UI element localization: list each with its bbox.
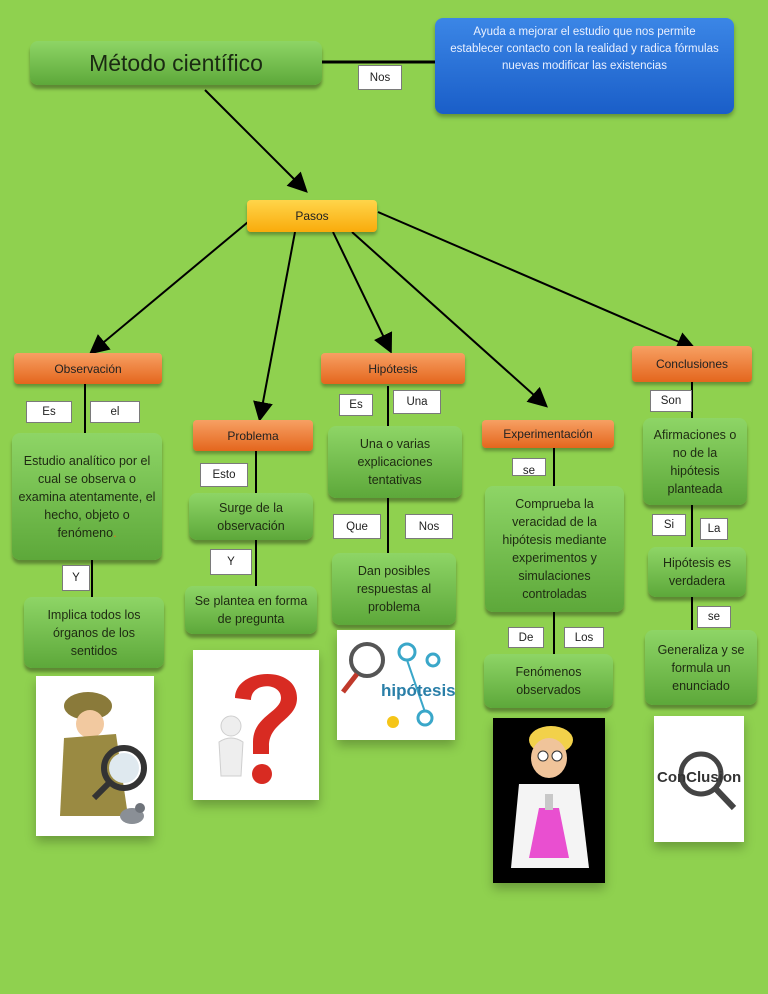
conclusiones-body3: Generaliza y se formula un enunciado bbox=[645, 630, 757, 705]
problema-connector-y: Y bbox=[210, 549, 252, 575]
observacion-connector-y: Y bbox=[62, 565, 90, 591]
hipotesis-connector-nos: Nos bbox=[405, 514, 453, 539]
hipotesis-connector-que: Que bbox=[333, 514, 381, 539]
scientist-image bbox=[493, 718, 605, 883]
question-mark-image bbox=[193, 650, 319, 800]
conclusiones-body: Afirmaciones o no de la hipótesis plante… bbox=[643, 418, 747, 505]
conclusiones-body2: Hipótesis es verdadera bbox=[648, 547, 746, 597]
conclusiones-header: Conclusiones bbox=[632, 346, 752, 382]
problema-body2: Se plantea en forma de pregunta bbox=[185, 586, 317, 634]
title-to-pasos-arrow bbox=[204, 89, 308, 193]
observacion-body-text: Estudio analítico por el cual se observa… bbox=[18, 453, 156, 540]
hipotesis-connector-una: Una bbox=[393, 390, 441, 414]
observacion-body: Estudio analítico por el cual se observa… bbox=[12, 433, 162, 560]
problema-body: Surge de la observación bbox=[189, 493, 313, 540]
observacion-body-tail: . bbox=[113, 525, 117, 540]
pasos-to-observacion-arrow bbox=[88, 221, 249, 355]
hypothesis-image: hipótesis bbox=[337, 630, 455, 740]
observacion-connector-el: el bbox=[90, 401, 140, 423]
problema-header: Problema bbox=[193, 420, 313, 451]
pasos-to-conclusiones-arrow bbox=[377, 211, 697, 351]
hipotesis-body: Una o varias explicaciones tentativas bbox=[328, 426, 462, 498]
experimentacion-body2: Fenómenos observados bbox=[484, 654, 613, 708]
pasos-to-problema-arrow bbox=[253, 231, 296, 422]
pasos-to-hipotesis-arrow bbox=[332, 231, 393, 354]
detective-image bbox=[36, 676, 154, 836]
conclusion-image: ConClusion bbox=[654, 716, 744, 842]
hipotesis-connector-es: Es bbox=[339, 394, 373, 416]
pasos-to-experimentacion-arrow bbox=[351, 231, 548, 408]
observacion-connector-es: Es bbox=[26, 401, 72, 423]
experimentacion-connector-de: De bbox=[508, 627, 544, 648]
conclusiones-connector-se: se bbox=[697, 606, 731, 628]
hipotesis-body2: Dan posibles respuestas al problema bbox=[332, 553, 456, 625]
experimentacion-body: Comprueba la veracidad de la hipótesis m… bbox=[485, 486, 624, 612]
conclusion-image-word: ConClusion bbox=[657, 769, 741, 786]
pasos-node: Pasos bbox=[247, 200, 377, 232]
observacion-body2: Implica todos los órganos de los sentido… bbox=[24, 597, 164, 668]
observacion-header: Observación bbox=[14, 353, 162, 384]
conclusiones-connector-son: Son bbox=[650, 390, 692, 412]
hypothesis-image-word: hipótesis bbox=[381, 681, 455, 700]
page-title: Método científico bbox=[30, 41, 322, 85]
hipotesis-header: Hipótesis bbox=[321, 353, 465, 384]
conclusiones-connector-si: Si bbox=[652, 514, 686, 536]
problema-connector-esto: Esto bbox=[200, 463, 248, 487]
experimentacion-connector-los: Los bbox=[564, 627, 604, 648]
experimentacion-header: Experimentación bbox=[482, 420, 614, 448]
connector-label-nos: Nos bbox=[358, 65, 402, 90]
conclusiones-connector-la: La bbox=[700, 518, 728, 540]
intro-description: Ayuda a mejorar el estudio que nos permi… bbox=[435, 18, 734, 114]
experimentacion-connector-se: se bbox=[512, 458, 546, 476]
